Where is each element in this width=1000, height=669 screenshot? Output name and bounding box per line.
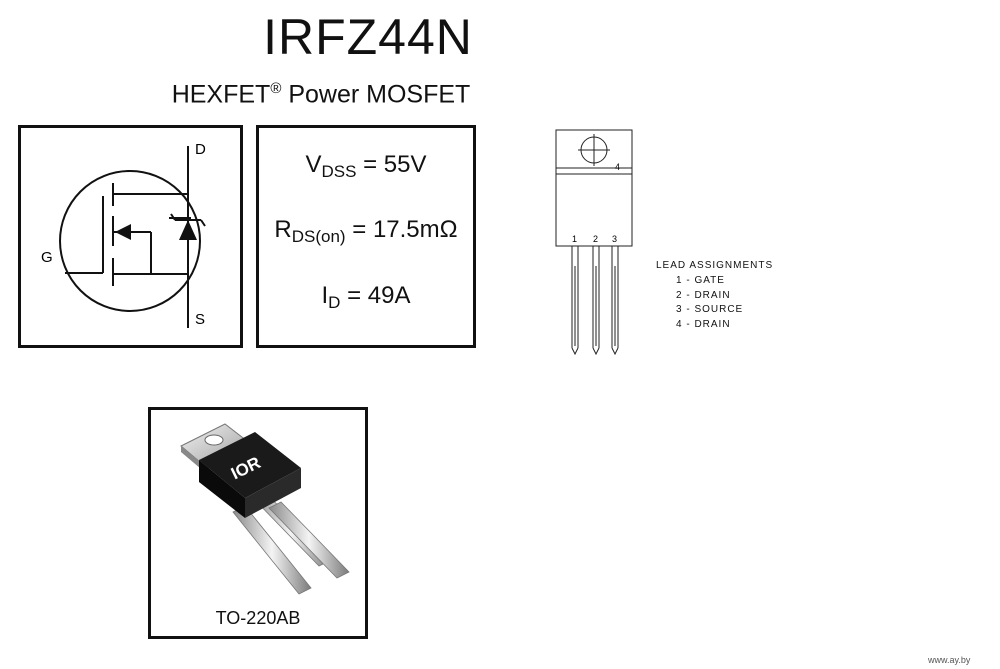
specs-box: VDSS = 55V RDS(on) = 17.5mΩ ID = 49A <box>256 125 476 348</box>
subtitle-text-rest: Power MOSFET <box>281 80 471 109</box>
spec-id: ID = 49A <box>321 282 411 312</box>
pin-number-3: 3 <box>612 234 617 244</box>
lead-item: 1 - GATE <box>676 275 725 286</box>
part-number-title: IRFZ44N <box>263 9 473 65</box>
registered-mark: ® <box>270 80 282 97</box>
source-label: S <box>195 311 205 328</box>
spec-rds-on: RDS(on) = 17.5mΩ <box>274 216 458 246</box>
pin-tab-number: 4 <box>615 162 620 172</box>
lead-item: 4 - DRAIN <box>676 319 731 330</box>
lead-item: 2 - DRAIN <box>676 290 731 301</box>
mosfet-symbol-box: D G S <box>18 125 243 348</box>
to220-package-image: IOR <box>180 423 350 595</box>
gate-label: G <box>41 249 53 266</box>
mosfet-symbol-icon: D G S <box>41 141 206 328</box>
lead-assignments-title: LEAD ASSIGNMENTS <box>656 260 774 271</box>
spec-vdss: VDSS = 55V <box>305 151 427 181</box>
watermark: www.ay.by <box>928 655 971 665</box>
subtitle-text: HEXFET <box>171 80 271 109</box>
package-photo-box: IOR <box>148 407 368 639</box>
to220-pinout-drawing: 4 1 2 3 <box>555 129 633 356</box>
part-subtitle: HEXFET® Power MOSFET <box>0 80 642 109</box>
pin-number-1: 1 <box>572 234 577 244</box>
drain-label: D <box>195 141 206 158</box>
lead-item: 3 - SOURCE <box>676 304 744 315</box>
package-label: TO-220AB <box>215 608 301 628</box>
pin-number-2: 2 <box>593 234 598 244</box>
